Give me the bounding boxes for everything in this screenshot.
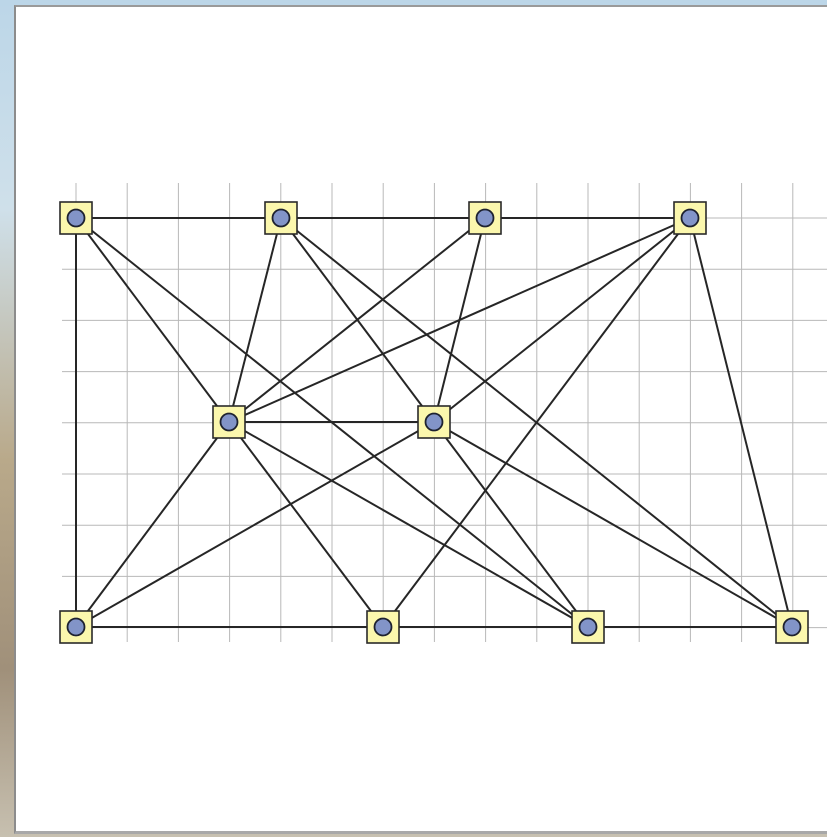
graph-node[interactable] bbox=[674, 202, 706, 234]
node-vertex[interactable] bbox=[68, 619, 85, 636]
node-vertex[interactable] bbox=[273, 210, 290, 227]
node-vertex[interactable] bbox=[580, 619, 597, 636]
graph-node[interactable] bbox=[572, 611, 604, 643]
graph-edge[interactable] bbox=[434, 422, 588, 627]
graph-edge[interactable] bbox=[76, 422, 434, 627]
node-vertex[interactable] bbox=[221, 414, 238, 431]
node-vertex[interactable] bbox=[784, 619, 801, 636]
node-vertex[interactable] bbox=[426, 414, 443, 431]
graph-edge[interactable] bbox=[229, 422, 383, 627]
graph-node[interactable] bbox=[469, 202, 501, 234]
graph-node[interactable] bbox=[60, 202, 92, 234]
graph-node[interactable] bbox=[776, 611, 808, 643]
graph-node[interactable] bbox=[60, 611, 92, 643]
graph-node[interactable] bbox=[265, 202, 297, 234]
graph-edge[interactable] bbox=[76, 422, 229, 627]
diagram-editor-window[interactable] bbox=[14, 5, 827, 834]
diagram-canvas[interactable] bbox=[16, 7, 827, 834]
node-vertex[interactable] bbox=[375, 619, 392, 636]
node-vertex[interactable] bbox=[682, 210, 699, 227]
node-vertex[interactable] bbox=[477, 210, 494, 227]
graph-edge[interactable] bbox=[229, 422, 588, 627]
graph-node[interactable] bbox=[367, 611, 399, 643]
node-vertex[interactable] bbox=[68, 210, 85, 227]
graph-node[interactable] bbox=[418, 406, 450, 438]
graph-edge[interactable] bbox=[434, 422, 792, 627]
graph-node[interactable] bbox=[213, 406, 245, 438]
